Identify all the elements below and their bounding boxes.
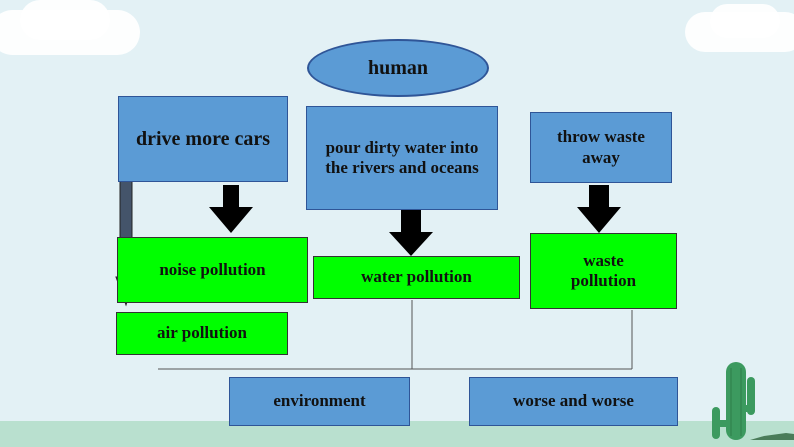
worse-and-worse-box: worse and worse [469, 377, 678, 426]
action-pour-water-label: pour dirty water into the rivers and oce… [325, 137, 479, 177]
water-pollution-box: water pollution [313, 256, 520, 299]
arrow-cars-to-noise [209, 185, 253, 233]
environment-box: environment [229, 377, 410, 426]
noise-pollution-label: noise pollution [159, 259, 266, 279]
waste-pollution-label: waste pollution [570, 250, 637, 290]
arrow-water-to-waterpollution [389, 210, 433, 256]
human-node: human [307, 39, 489, 97]
worse-and-worse-label: worse and worse [513, 391, 634, 411]
noise-pollution-box: noise pollution [117, 237, 308, 303]
water-pollution-label: water pollution [361, 267, 472, 287]
environment-label: environment [273, 391, 366, 411]
air-pollution-label: air pollution [157, 323, 247, 343]
action-pour-water: pour dirty water into the rivers and oce… [306, 106, 498, 210]
action-drive-cars: drive more cars [118, 96, 288, 182]
action-drive-cars-label: drive more cars [135, 128, 271, 150]
action-throw-waste-label: throw waste away [557, 127, 645, 167]
air-pollution-box: air pollution [116, 312, 288, 355]
waste-pollution-box: waste pollution [530, 233, 677, 309]
action-throw-waste: throw waste away [530, 112, 672, 183]
arrow-waste-to-wastepollution [577, 185, 621, 233]
